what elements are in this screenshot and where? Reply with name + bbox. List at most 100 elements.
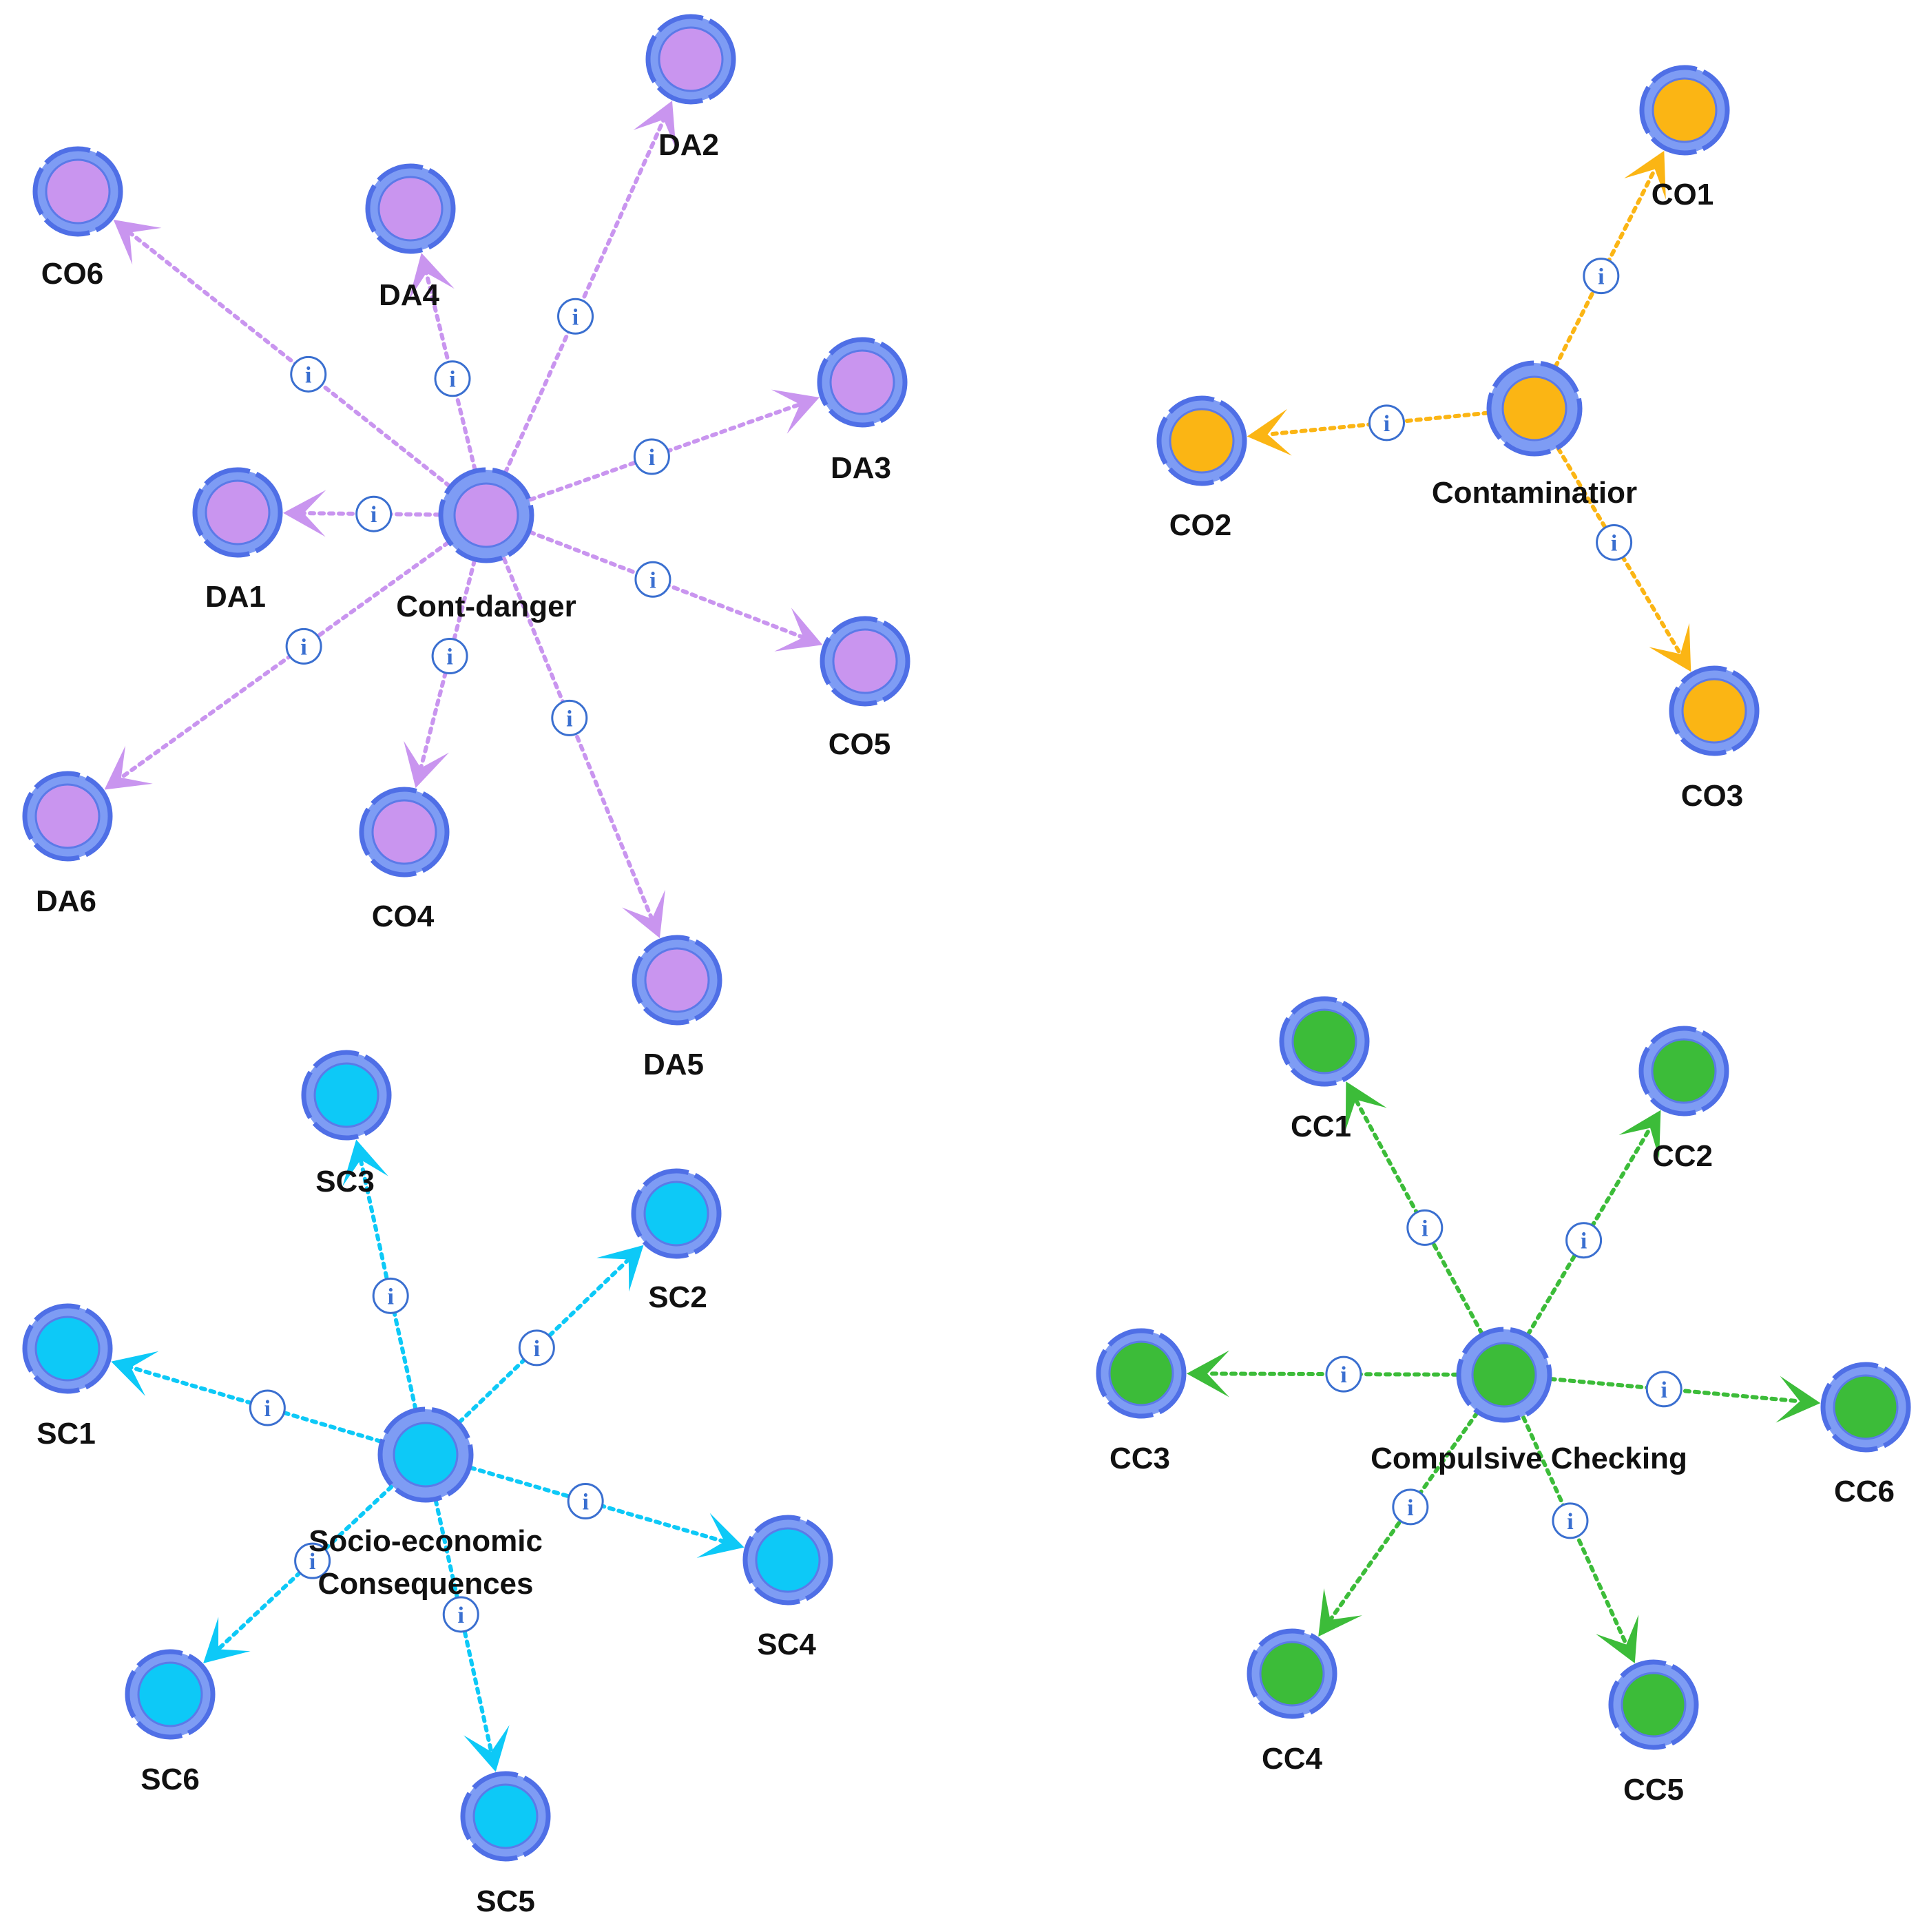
node-da4[interactable] xyxy=(365,163,456,254)
arrow-head-icon xyxy=(1247,408,1292,456)
arrow-head-icon xyxy=(771,389,820,434)
info-icon[interactable]: i xyxy=(431,638,468,675)
hub-node-contamination[interactable] xyxy=(1486,360,1583,457)
info-icon[interactable]: i xyxy=(294,1542,331,1579)
node-co5[interactable] xyxy=(820,616,910,707)
node-label-sc2: SC2 xyxy=(648,1280,707,1314)
info-icon[interactable]: i xyxy=(442,1596,479,1633)
hub-node-compulsive-checking[interactable] xyxy=(1456,1327,1552,1423)
info-icon[interactable]: i xyxy=(285,627,322,665)
edge-contamination-co1[interactable] xyxy=(1553,150,1666,369)
edge-socio-economic-sc4[interactable] xyxy=(468,1465,744,1558)
info-icon[interactable]: i xyxy=(1552,1502,1589,1539)
node-sc1[interactable] xyxy=(22,1303,113,1394)
node-co1[interactable] xyxy=(1639,65,1730,156)
svg-text:i: i xyxy=(371,502,377,528)
edge-compulsive-checking-cc2[interactable] xyxy=(1525,1110,1661,1337)
node-da1[interactable] xyxy=(192,467,283,558)
arrow-head-icon xyxy=(1596,1614,1639,1663)
node-cc5[interactable] xyxy=(1608,1659,1699,1750)
node-label-cc6: CC6 xyxy=(1834,1475,1895,1508)
node-da5[interactable] xyxy=(632,935,722,1026)
node-label-da5: DA5 xyxy=(643,1048,704,1081)
edge-socio-economic-sc2[interactable] xyxy=(457,1245,644,1424)
arrow-head-icon xyxy=(1618,1110,1661,1159)
hub-label-cont-danger: Cont-danger xyxy=(396,590,576,623)
info-icon[interactable]: i xyxy=(633,438,670,475)
arrow-head-icon xyxy=(774,607,823,652)
info-icon[interactable]: i xyxy=(355,495,393,532)
node-da3[interactable] xyxy=(817,337,908,428)
info-icon[interactable]: i xyxy=(372,1277,409,1314)
node-label-da2: DA2 xyxy=(658,128,719,162)
node-sc2[interactable] xyxy=(631,1168,722,1259)
info-icon[interactable]: i xyxy=(1596,523,1633,561)
info-icon[interactable]: i xyxy=(567,1483,604,1520)
node-sc5[interactable] xyxy=(460,1771,551,1862)
node-co4[interactable] xyxy=(359,787,450,877)
edge-cont-danger-da2[interactable] xyxy=(503,101,676,475)
edge-compulsive-checking-cc3[interactable] xyxy=(1186,1350,1460,1398)
node-da2[interactable] xyxy=(645,14,736,105)
arrow-head-icon xyxy=(463,1725,510,1772)
edge-compulsive-checking-cc1[interactable] xyxy=(1345,1081,1484,1336)
nodes-layer xyxy=(22,14,1911,1862)
node-sc6[interactable] xyxy=(125,1649,216,1740)
node-label-cc4: CC4 xyxy=(1262,1742,1323,1776)
node-co2[interactable] xyxy=(1156,395,1247,486)
node-label-co4: CO4 xyxy=(372,900,435,933)
info-icon[interactable]: i xyxy=(1583,258,1620,295)
svg-text:i: i xyxy=(566,706,572,731)
node-sc3[interactable] xyxy=(301,1050,392,1141)
node-da6[interactable] xyxy=(22,771,113,862)
info-icon[interactable]: i xyxy=(1368,404,1405,442)
info-icon[interactable]: i xyxy=(1565,1222,1603,1259)
hub-label-socio-economic-line2: Consequences xyxy=(318,1567,534,1601)
edge-cont-danger-co6[interactable] xyxy=(113,219,452,488)
arrow-head-icon xyxy=(203,1617,251,1663)
info-icon[interactable]: i xyxy=(551,699,588,736)
edge-cont-danger-da5[interactable] xyxy=(501,556,665,938)
edge-socio-economic-sc1[interactable] xyxy=(111,1351,383,1444)
edge-compulsive-checking-cc6[interactable] xyxy=(1548,1375,1821,1423)
node-sc4[interactable] xyxy=(742,1515,833,1606)
node-cc4[interactable] xyxy=(1247,1628,1337,1719)
info-icon[interactable]: i xyxy=(1406,1209,1444,1246)
hub-label-socio-economic-line1: Socio-economic xyxy=(309,1524,543,1558)
info-icon[interactable]: i xyxy=(634,561,671,598)
info-icon[interactable]: i xyxy=(290,355,327,393)
node-cc2[interactable] xyxy=(1638,1026,1729,1116)
arrow-head-icon xyxy=(111,1351,159,1396)
info-icon[interactable]: i xyxy=(1392,1488,1429,1526)
info-icon[interactable]: i xyxy=(518,1329,555,1367)
hub-node-socio-economic[interactable] xyxy=(377,1406,474,1503)
svg-text:i: i xyxy=(1384,411,1390,437)
edge-cont-danger-da6[interactable] xyxy=(104,540,450,790)
info-icon[interactable]: i xyxy=(434,360,471,397)
edge-contamination-co2[interactable] xyxy=(1247,408,1490,456)
node-co3[interactable] xyxy=(1669,665,1760,756)
info-icon[interactable]: i xyxy=(249,1389,286,1426)
svg-text:i: i xyxy=(309,1549,315,1575)
node-label-sc1: SC1 xyxy=(37,1417,96,1451)
edge-cont-danger-da3[interactable] xyxy=(528,389,820,502)
arrow-head-icon xyxy=(696,1513,744,1558)
arrow-head-icon xyxy=(104,745,153,790)
arrow-head-icon xyxy=(408,253,455,300)
info-icon[interactable]: i xyxy=(1645,1371,1683,1408)
info-icon[interactable]: i xyxy=(557,298,594,335)
svg-text:i: i xyxy=(449,367,455,393)
arrow-head-icon xyxy=(1186,1350,1230,1398)
info-icons-layer: i i i i i i i i i i i i i i i i i i i i i i i i xyxy=(249,258,1683,1633)
hub-label-compulsive-checking: Compulsive Checking xyxy=(1371,1442,1687,1475)
node-cc3[interactable] xyxy=(1096,1328,1187,1419)
node-label-cc3: CC3 xyxy=(1110,1442,1170,1475)
hub-node-cont-danger[interactable] xyxy=(438,467,534,563)
node-cc1[interactable] xyxy=(1279,996,1370,1087)
node-label-da3: DA3 xyxy=(831,451,891,485)
info-icon[interactable]: i xyxy=(1325,1355,1362,1393)
arrow-head-icon xyxy=(404,740,449,789)
node-co6[interactable] xyxy=(32,146,123,237)
node-cc6[interactable] xyxy=(1820,1362,1911,1453)
